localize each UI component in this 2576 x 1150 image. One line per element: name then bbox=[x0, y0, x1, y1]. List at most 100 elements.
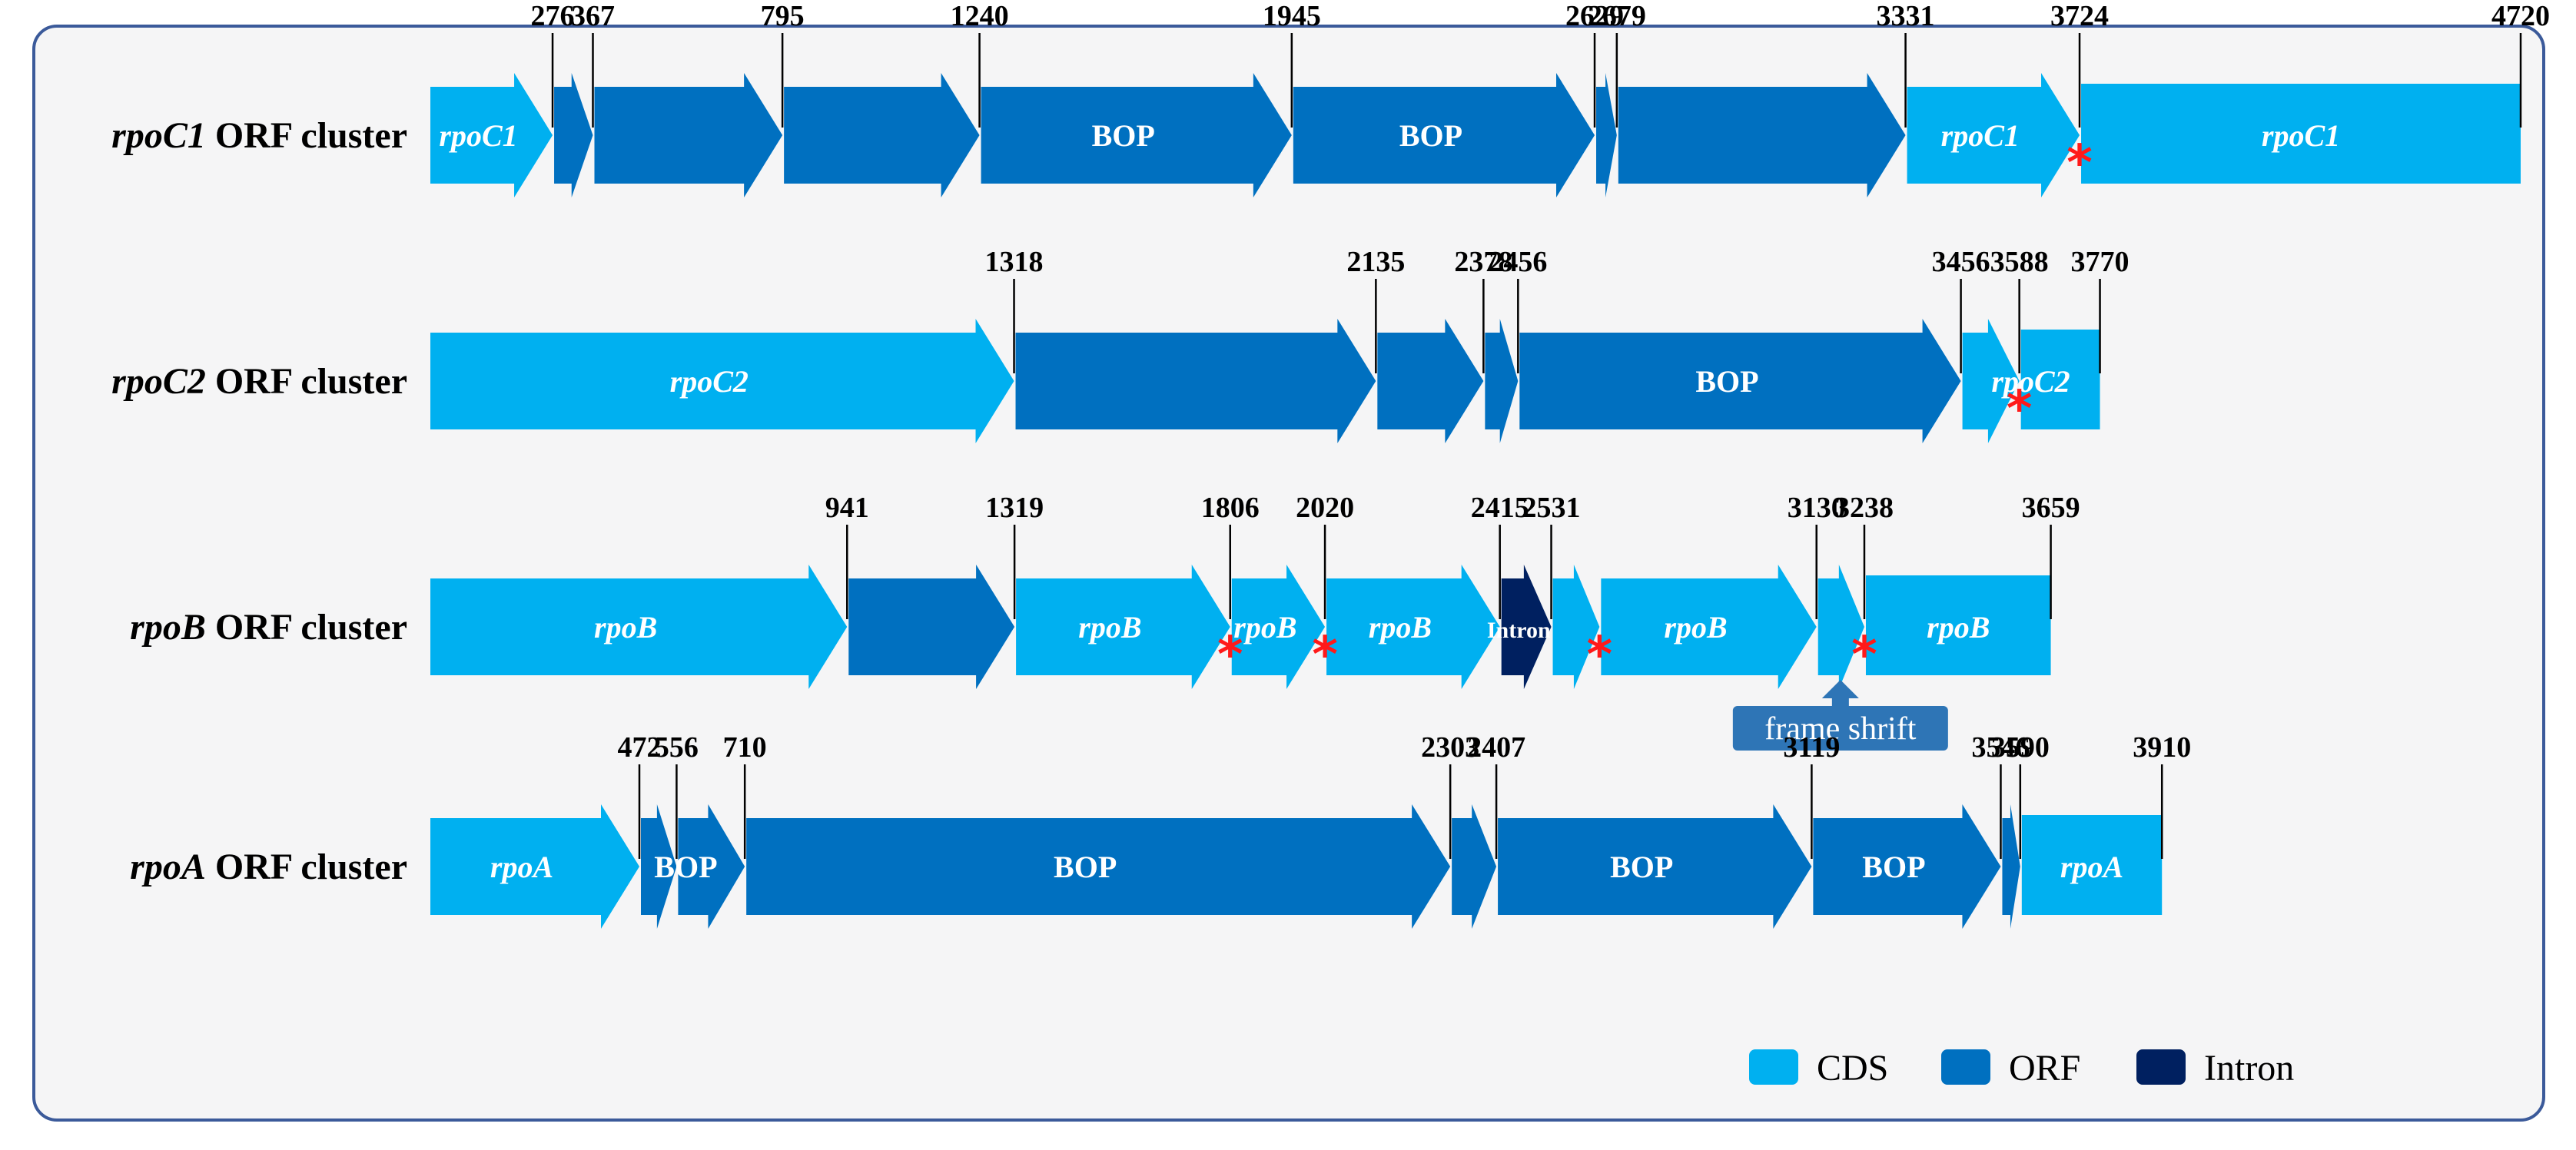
legend-item-orf: ORF bbox=[1941, 1048, 2080, 1089]
position-label: 2456 bbox=[1489, 246, 1547, 278]
position-label: 2303 bbox=[1421, 731, 1479, 764]
position-label: 2531 bbox=[1522, 492, 1581, 524]
segment-cds bbox=[1962, 319, 2020, 443]
segment-orf bbox=[594, 73, 783, 197]
legend-label: CDS bbox=[1817, 1048, 1888, 1089]
segment-label: BOP bbox=[1610, 850, 1673, 884]
legend-label: Intron bbox=[2204, 1048, 2294, 1089]
position-label: 3130 bbox=[1788, 492, 1846, 524]
position-label: 710 bbox=[723, 731, 767, 764]
position-label: 1945 bbox=[1263, 0, 1321, 32]
legend-swatch bbox=[1941, 1049, 1990, 1085]
segment-label: rpoC1 bbox=[2262, 118, 2340, 153]
stop-star-icon: * bbox=[1217, 627, 1243, 684]
position-label: 1319 bbox=[985, 492, 1044, 524]
segment-label: rpoB bbox=[1664, 610, 1727, 645]
segment-orf bbox=[554, 73, 593, 197]
segment-orf bbox=[678, 804, 745, 929]
legend-item-intron: Intron bbox=[2136, 1048, 2294, 1089]
position-label: 1806 bbox=[1201, 492, 1260, 524]
segment-cds bbox=[1231, 565, 1326, 689]
segment-orf bbox=[784, 73, 980, 197]
gene-name: rpoC1 bbox=[111, 115, 206, 156]
segment-label: rpoA bbox=[490, 850, 553, 884]
segment-orf bbox=[746, 804, 1451, 929]
segment-label: rpoB bbox=[1927, 610, 1990, 645]
segment-label: BOP bbox=[1054, 850, 1117, 884]
segment-orf bbox=[981, 73, 1292, 197]
position-label: 3659 bbox=[2022, 492, 2080, 524]
segment-orf bbox=[1519, 319, 1961, 443]
segment-orf bbox=[848, 565, 1015, 689]
segment-cds bbox=[430, 73, 553, 197]
segment-cds bbox=[1865, 575, 2051, 675]
segment-orf bbox=[1377, 319, 1484, 443]
segment-orf bbox=[1485, 319, 1519, 443]
position-label: 3456 bbox=[1932, 246, 1990, 278]
segment-cds bbox=[1817, 565, 1864, 689]
position-label: 3770 bbox=[2071, 246, 2130, 278]
position-label: 1318 bbox=[985, 246, 1044, 278]
frame-shift-arrow-icon bbox=[1821, 680, 1859, 698]
legend-label: ORF bbox=[2009, 1048, 2080, 1089]
segment-cds bbox=[2020, 330, 2100, 429]
segment-cds bbox=[1016, 565, 1230, 689]
segment-cds bbox=[2021, 815, 2163, 915]
position-label: 4720 bbox=[2491, 0, 2550, 32]
segment-orf bbox=[1618, 73, 1906, 197]
position-label: 3590 bbox=[1991, 731, 2050, 764]
position-label: 3331 bbox=[1877, 0, 1935, 32]
legend: CDS ORF Intron bbox=[1749, 1048, 2294, 1089]
segment-cds bbox=[1907, 73, 2080, 197]
stop-star-icon: * bbox=[2007, 381, 2032, 438]
position-label: 795 bbox=[761, 0, 805, 32]
position-label: 3119 bbox=[1783, 731, 1840, 764]
stop-star-icon: * bbox=[2066, 135, 2092, 192]
segment-cds bbox=[1601, 565, 1817, 689]
segment-orf bbox=[1293, 73, 1595, 197]
position-label: 2415 bbox=[1471, 492, 1529, 524]
legend-swatch bbox=[2136, 1049, 2186, 1085]
position-label: 3588 bbox=[1990, 246, 2049, 278]
segment-label: rpoB bbox=[1233, 610, 1296, 645]
segment-label: rpoC2 bbox=[670, 364, 749, 399]
position-label: 2020 bbox=[1296, 492, 1354, 524]
legend-swatch bbox=[1749, 1049, 1798, 1085]
position-label: 941 bbox=[825, 492, 869, 524]
segment-orf bbox=[1015, 319, 1376, 443]
segment-label: BOP bbox=[1695, 364, 1758, 399]
row-title: rpoB ORF cluster bbox=[130, 607, 407, 648]
segment-cds bbox=[430, 565, 848, 689]
position-label: 2378 bbox=[1454, 246, 1512, 278]
legend-item-cds: CDS bbox=[1749, 1048, 1888, 1089]
position-label: 3724 bbox=[2050, 0, 2109, 32]
cluster-suffix: ORF cluster bbox=[206, 607, 407, 648]
stop-star-icon: * bbox=[1312, 627, 1337, 684]
position-label: 3546 bbox=[1971, 731, 2030, 764]
row-title: rpoC1 ORF cluster bbox=[111, 115, 407, 156]
segment-cds bbox=[430, 804, 639, 929]
row-title: rpoC2 ORF cluster bbox=[111, 361, 407, 402]
segment-label: Intron bbox=[1487, 618, 1551, 643]
segment-label: BOP bbox=[1399, 118, 1462, 153]
position-label: 472 bbox=[618, 731, 662, 764]
position-label: 3910 bbox=[2133, 731, 2191, 764]
segment-label: rpoB bbox=[594, 610, 657, 645]
position-label: 3238 bbox=[1835, 492, 1894, 524]
segment-orf bbox=[1452, 804, 1497, 929]
row-title: rpoA ORF cluster bbox=[130, 847, 407, 887]
gene-name: rpoC2 bbox=[111, 361, 206, 402]
position-label: 2135 bbox=[1346, 246, 1405, 278]
overlay-segment-label: rpoC2 bbox=[1991, 364, 2070, 399]
frame-shift-callout: frame shrift bbox=[1732, 680, 1948, 751]
position-label: 556 bbox=[655, 731, 699, 764]
gene-name: rpoB bbox=[130, 607, 206, 648]
cluster-suffix: ORF cluster bbox=[206, 115, 407, 156]
segment-orf bbox=[1498, 804, 1812, 929]
segment-cds bbox=[1326, 565, 1500, 689]
position-label: 367 bbox=[571, 0, 615, 32]
